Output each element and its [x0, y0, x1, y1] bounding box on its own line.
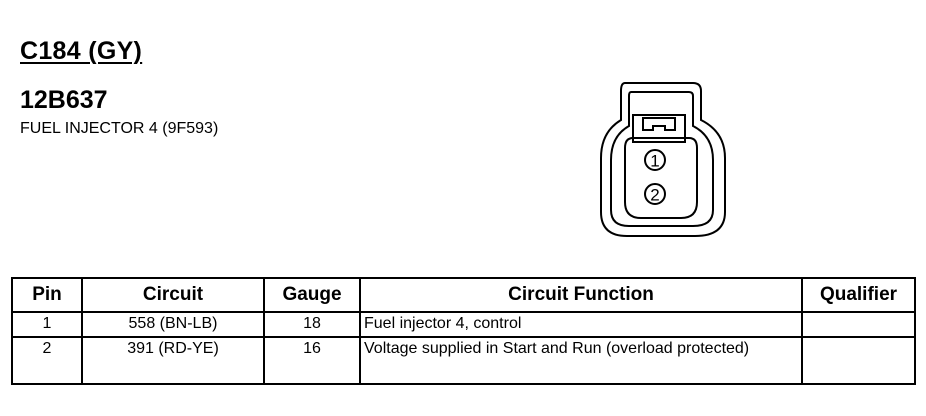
cell-qualifier — [801, 336, 916, 385]
table-row: 1 558 (BN-LB) 18 Fuel injector 4, contro… — [11, 311, 916, 338]
cell-circuit-function: Voltage supplied in Start and Run (overl… — [359, 336, 803, 385]
table-header-row: Pin Circuit Gauge Circuit Function Quali… — [11, 277, 916, 313]
connector-outer-housing — [600, 82, 726, 237]
header-gauge: Gauge — [263, 277, 361, 313]
pin-1-circle — [644, 149, 666, 171]
cell-circuit: 391 (RD-YE) — [81, 336, 265, 385]
pin-1-label: 1 — [650, 152, 659, 171]
terminal-cavity — [624, 137, 698, 219]
locking-tab-notch — [642, 117, 676, 131]
header-qualifier: Qualifier — [801, 277, 916, 313]
table-row: 2 391 (RD-YE) 16 Voltage supplied in Sta… — [11, 336, 916, 385]
locking-tab — [632, 114, 686, 143]
header-circuit-function: Circuit Function — [359, 277, 803, 313]
header-pin: Pin — [11, 277, 83, 313]
pin-2-label: 2 — [650, 186, 659, 205]
header-circuit: Circuit — [81, 277, 265, 313]
connector-id: C184 (GY) — [20, 37, 143, 65]
cell-gauge: 16 — [263, 336, 361, 385]
cell-circuit-function: Fuel injector 4, control — [359, 311, 803, 338]
cell-qualifier — [801, 311, 916, 338]
cell-gauge: 18 — [263, 311, 361, 338]
pinout-table: Pin Circuit Gauge Circuit Function Quali… — [11, 277, 916, 385]
connector-inner-wall — [610, 91, 714, 227]
part-number: 12B637 — [20, 86, 108, 114]
cell-pin: 2 — [11, 336, 83, 385]
part-description: FUEL INJECTOR 4 (9F593) — [20, 120, 219, 137]
cell-circuit: 558 (BN-LB) — [81, 311, 265, 338]
cell-pin: 1 — [11, 311, 83, 338]
pin-2-circle — [644, 183, 666, 205]
connector-face-diagram: 1 2 — [600, 82, 726, 237]
